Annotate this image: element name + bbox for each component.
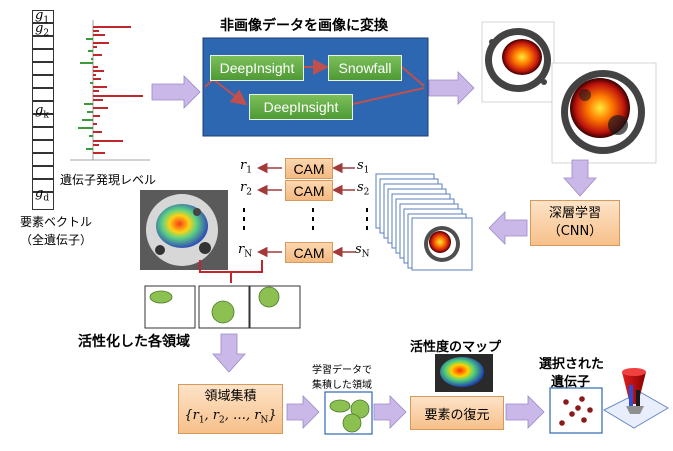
- element-vector: [32, 10, 54, 210]
- selected-genes-line2: 遺伝子: [551, 375, 591, 390]
- r-label-n: rN: [238, 242, 253, 260]
- deep-learning-line1: 深層学習: [548, 206, 601, 221]
- image-stack: [375, 173, 473, 271]
- cone-3d-graphic: [602, 368, 669, 429]
- transform-title: 非画像データを画像に変換: [220, 18, 388, 34]
- cam-heatmap-image: [140, 190, 228, 270]
- activation-map-label: 活性度のマップ: [410, 340, 502, 355]
- r-label-2: r2: [240, 180, 252, 198]
- restore-box: 要素の復元: [410, 396, 504, 430]
- transform-panel: [202, 37, 429, 137]
- r-label-1: r1: [240, 158, 252, 176]
- s-label-1: s1: [357, 158, 370, 176]
- s-label-n: sN: [355, 242, 370, 260]
- cam-box-n: CAM: [285, 242, 333, 263]
- vector-label-gd: gd: [35, 186, 50, 204]
- activation-map-image: [435, 354, 493, 392]
- deepinsight-box-2: DeepInsight: [249, 94, 353, 120]
- aggregate-line2: {r1, r2, …, rN}: [184, 408, 277, 426]
- region-tiles: [144, 285, 301, 329]
- snowfall-box: Snowfall: [328, 55, 402, 81]
- expression-bar-chart: [70, 20, 150, 161]
- aggregate-box: 領域集積 {r1, r2, …, rN}: [178, 384, 283, 434]
- s-label-2: s2: [357, 180, 370, 198]
- snowfall-image-1: [481, 21, 555, 103]
- training-caption-line1: 学習データで: [312, 365, 372, 376]
- training-caption-line2: 集積した領域: [312, 380, 372, 391]
- cam-box-2: CAM: [285, 180, 333, 201]
- deep-learning-box: 深層学習 （CNN）: [530, 200, 620, 246]
- vector-label-g2: g2: [35, 21, 50, 39]
- cam-box-1: CAM: [285, 158, 333, 179]
- activated-regions-label: 活性化した各領域: [78, 334, 190, 350]
- snowfall-image-2: [551, 62, 657, 164]
- aggregated-tile: [324, 391, 373, 435]
- aggregate-line1: 領域集積: [204, 389, 257, 405]
- vector-caption-line2: （全遺伝子）: [20, 233, 93, 247]
- arrow-to-transform: [151, 75, 201, 109]
- deep-learning-line2: （CNN）: [547, 224, 603, 239]
- deepinsight-box-1: DeepInsight: [210, 55, 304, 81]
- vector-label-gk: gk: [35, 103, 49, 121]
- vector-caption-line1: 要素ベクトル: [20, 215, 93, 229]
- selected-genes-line1: 選択された: [539, 357, 605, 372]
- selected-genes-tile: [549, 387, 603, 434]
- vector-label-g1: g1: [35, 8, 50, 26]
- expression-level-label: 遺伝子発現レベル: [60, 173, 157, 187]
